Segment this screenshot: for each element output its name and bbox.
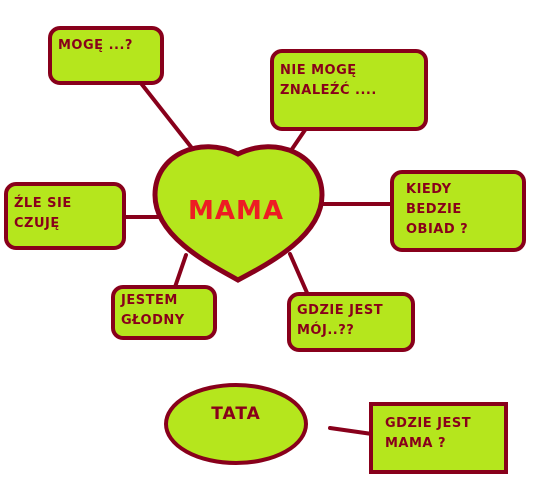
bubble-glodny: JESTEM GŁODNY	[111, 285, 217, 340]
heart-shape	[152, 144, 325, 283]
tata-ellipse	[164, 383, 308, 465]
bubble-moge: MOGĘ ...?	[48, 26, 164, 85]
center-label-mama: MAMA	[188, 196, 284, 226]
tata-label: TATA	[211, 404, 261, 424]
bubble-kiedy: KIEDY BEDZIE OBIAD ?	[390, 170, 526, 252]
bubble-nie-moge: NIE MOGĘ ZNALEŹĆ ....	[270, 49, 428, 131]
bubble-zle: ŹLE SIE CZUJĘ	[4, 182, 126, 250]
connector-glodny	[173, 253, 188, 289]
connector-nie-moge	[288, 128, 307, 154]
bubble-gdzie-moj: GDZIE JEST MÓJ..??	[287, 292, 415, 352]
connector-tata	[328, 426, 374, 436]
connector-gdzie-moj	[288, 252, 310, 297]
connector-moge	[138, 80, 197, 154]
bubble-gdzie-mama: GDZIE JEST MAMA ?	[369, 402, 508, 474]
